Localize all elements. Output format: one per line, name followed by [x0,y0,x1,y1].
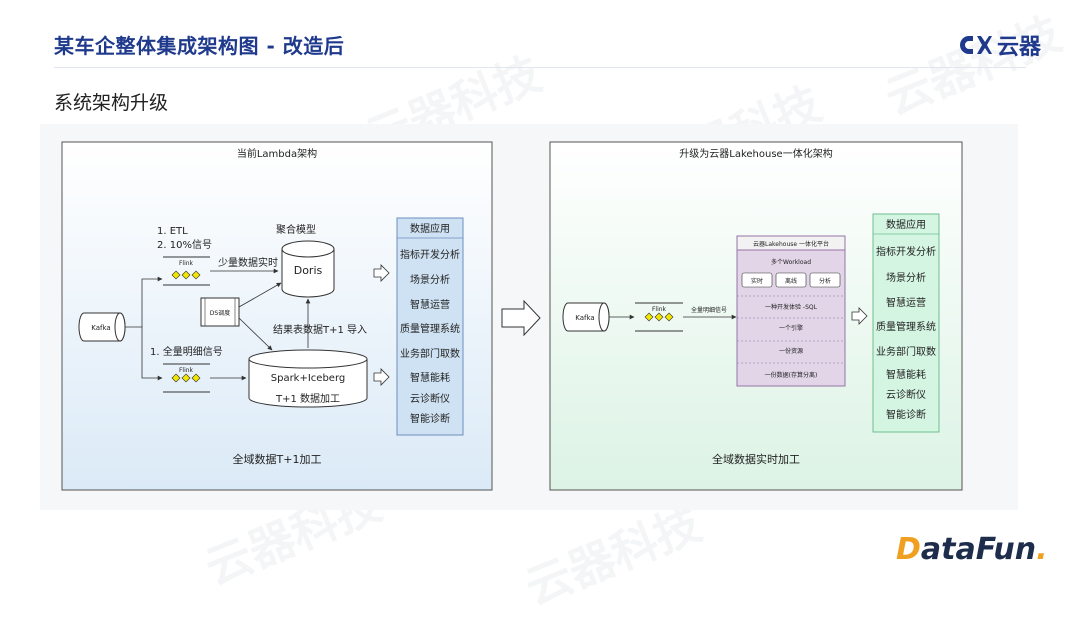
left-panel-title: 当前Lambda架构 [237,147,317,160]
offline-button-label: 离线 [785,277,797,285]
analysis-button [809,272,841,288]
platform-row: 一份资源 [779,347,803,355]
yunqi-logo-icon [960,36,992,54]
ds-label: DS调度 [210,309,230,317]
lakehouse-platform: 云器Lakehouse 一体化平台 多个Workload 实时 离线 分析 一种… [736,235,846,387]
platform-row: 一个引擎 [779,324,803,332]
section-subtitle: 系统架构升级 [54,92,169,114]
platform-row: 一种开发体验 -SQL [765,303,818,311]
flink-diamond [171,270,181,280]
datafun-logo-initial: D [896,532,921,567]
result-import-label: 结果表数据T+1 导入 [273,323,367,336]
page-title: 某车企整体集成架构图 - 改造后 [54,34,345,58]
header-divider [54,67,1026,68]
kafka-to-flink-top-edge [125,276,163,328]
flink-diamond [191,270,201,280]
doris-label: Doris [294,264,323,277]
data-app-item: 智慧能耗 [410,371,450,384]
platform-row: 一份数据(存算分离) [765,371,818,379]
full-signal-label-right: 全量明细信号 [691,306,727,314]
doris-node: Doris [281,240,335,298]
spark-label-line2: T+1 数据加工 [275,392,340,405]
data-app-column-right: 数据应用 指标开发分析 场景分析 智慧运营 质量管理系统 业务部门取数 智慧能耗… [872,213,940,433]
flink-diamond [654,312,664,322]
agg-model-label: 聚合模型 [276,223,316,236]
data-app-item: 云诊断仪 [410,392,450,405]
flink-diamond [664,312,674,322]
ds-to-doris-edge [238,282,282,308]
workload-label: 多个Workload [771,258,811,266]
data-app-item: 场景分析 [410,273,450,286]
flink-node-right: Flink [635,302,683,332]
analysis-button-label: 分析 [819,277,831,285]
kafka-label-left: Kafka [91,324,110,332]
kafka-node-left: Kafka [78,312,126,342]
data-app-item: 指标开发分析 [400,248,460,261]
data-app-item: 智能诊断 [886,408,926,421]
platform-title: 云器Lakehouse 一体化平台 [753,240,829,248]
data-app-item: 智能诊断 [410,412,450,425]
data-app-header: 数据应用 [410,222,450,235]
realtime-label: 少量数据实时 [218,256,278,269]
kafka-label-right: Kafka [575,314,594,322]
data-app-item: 云诊断仪 [886,388,926,401]
kafka-to-flink-bottom-edge [141,327,163,381]
data-app-item: 智慧运营 [410,298,450,311]
etl-label-line2: 2. 10%信号 [157,239,212,251]
hollow-arrow [373,368,390,386]
spark-iceberg-node: Spark+Iceberg T+1 数据加工 [248,349,368,408]
offline-button [775,272,807,288]
flink-node-top: Flink [163,256,210,286]
data-app-item: 业务部门取数 [400,347,460,360]
brand-logo: 云器 [958,29,1041,61]
flink-diamond [171,373,181,383]
datafun-logo-text: ataFun [920,532,1037,567]
spark-label-line1: Spark+Iceberg [271,373,346,384]
data-app-item: 业务部门取数 [876,345,936,358]
data-app-item: 质量管理系统 [400,322,460,335]
full-signal-label-left: 1. 全量明细信号 [150,345,223,358]
right-panel-title: 升级为云器Lakehouse一体化架构 [679,147,832,160]
datafun-logo-dot: . [1036,532,1048,567]
hollow-arrow [373,264,390,282]
logo-text: 云器 [997,35,1042,60]
data-app-item: 智慧能耗 [886,368,926,381]
ds-scheduler-node: DS调度 [200,297,240,327]
realtime-button-label: 实时 [751,277,763,285]
realtime-button [741,272,773,288]
flink-node-bottom: Flink [163,363,210,393]
data-app-column-left: 数据应用 指标开发分析 场景分析 智慧运营 质量管理系统 业务部门取数 智慧能耗… [396,217,464,436]
flink-label-right: Flink [652,306,667,313]
left-panel-footer: 全域数据T+1加工 [233,452,322,466]
data-app-item: 智慧运营 [886,296,926,309]
flink-diamond [644,312,654,322]
data-app-header: 数据应用 [886,218,926,231]
right-panel-footer: 全域数据实时加工 [712,452,800,466]
data-app-item: 质量管理系统 [876,320,936,333]
ds-to-spark-edge [238,317,273,351]
flink-diamond [181,373,191,383]
hollow-arrow [851,307,868,325]
flink-label-bottom: Flink [179,367,194,374]
upgrade-arrow [501,299,541,337]
etl-label-line1: 1. ETL [157,226,188,237]
data-app-item: 指标开发分析 [876,245,936,258]
kafka-node-right: Kafka [562,302,610,332]
flink-diamond [191,373,201,383]
data-app-item: 场景分析 [886,271,926,284]
flink-label-top: Flink [179,260,194,267]
flink-diamond [181,270,191,280]
